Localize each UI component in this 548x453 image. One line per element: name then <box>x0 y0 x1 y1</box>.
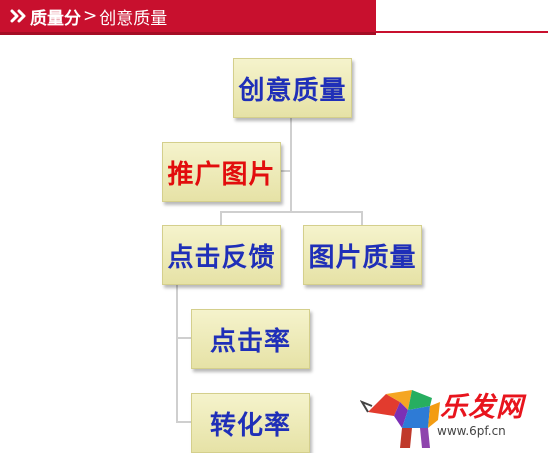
connector-sub-trunk <box>176 283 178 422</box>
node-click-feedback: 点击反馈 <box>162 225 281 285</box>
node-image-quality: 图片质量 <box>303 225 422 285</box>
header-rule <box>376 31 548 33</box>
connector-children-bar <box>220 211 362 213</box>
breadcrumb-section: 质量分 <box>30 8 81 29</box>
watermark-brand: 乐发网 <box>440 392 524 423</box>
double-chevron-right-icon <box>6 9 30 23</box>
connector-conv-branch <box>176 421 191 423</box>
connector-click-drop <box>220 211 222 225</box>
connector-imgq-drop <box>361 211 363 225</box>
node-click-rate: 点击率 <box>191 309 310 369</box>
node-promo-image: 推广图片 <box>162 142 281 202</box>
node-creative-quality: 创意质量 <box>233 58 352 118</box>
bull-logo-icon <box>360 390 440 448</box>
breadcrumb-separator: > <box>83 6 98 26</box>
breadcrumb-current: 创意质量 <box>99 8 168 29</box>
connector-ctr-branch <box>176 337 191 339</box>
breadcrumb-bar: 质量分 > 创意质量 <box>0 0 376 35</box>
node-conversion-rate: 转化率 <box>191 393 310 453</box>
connector-promo-branch <box>279 170 291 172</box>
connector-root-trunk <box>290 116 292 213</box>
watermark-url: www.6pf.cn <box>437 424 506 438</box>
